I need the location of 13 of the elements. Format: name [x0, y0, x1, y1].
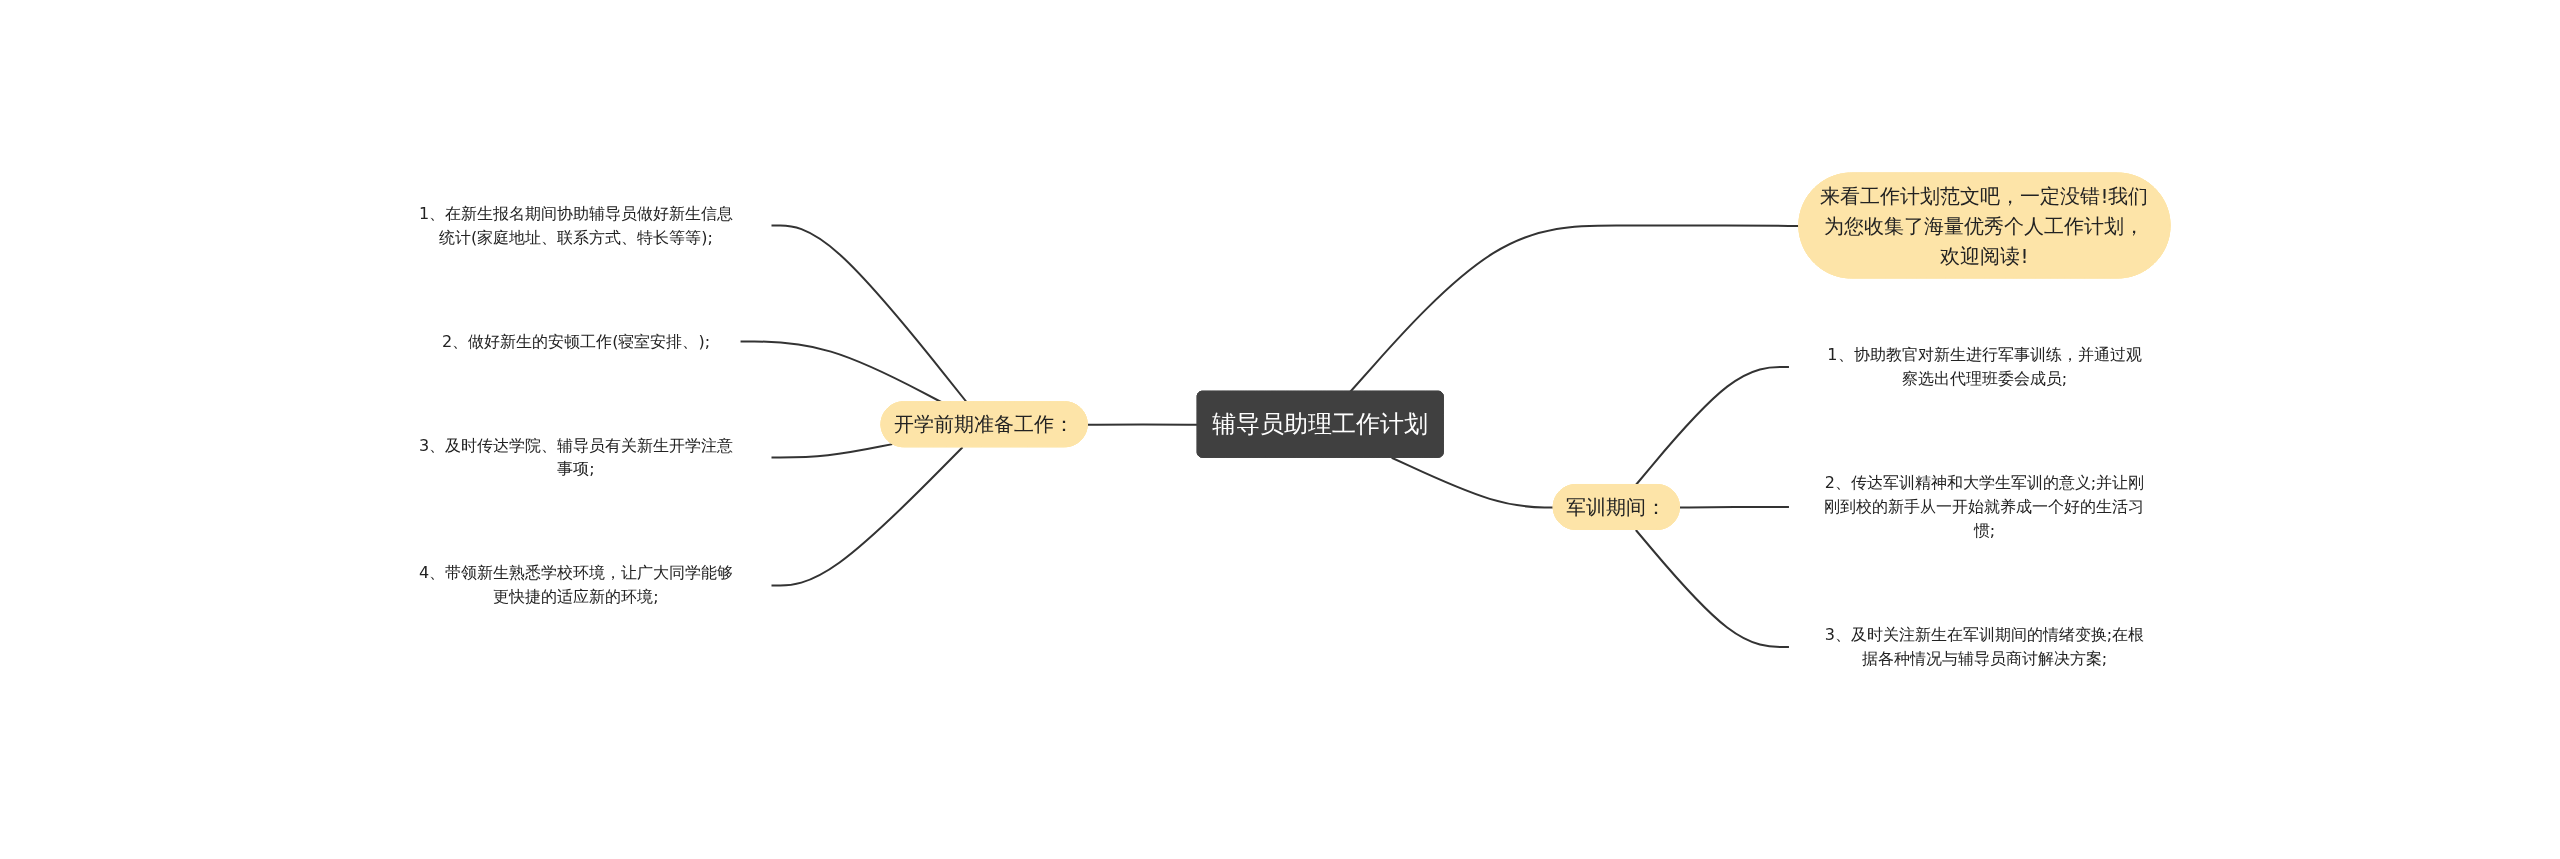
node-text: 1、在新生报名期间协助辅导员做好新生信息统计(家庭地址、联系方式、特长等等);: [418, 203, 733, 247]
node-text: 1、协助教官对新生进行军事训练，并通过观察选出代理班委会成员;: [1827, 345, 2142, 388]
connector: [769, 446, 964, 587]
connector: [1634, 529, 1791, 648]
node-text: 3、及时关注新生在军训期间的情绪变换;在根据各种情况与辅导员商讨解决方案;: [1824, 625, 2144, 668]
connector: [1634, 366, 1791, 486]
node-text: 3、及时传达学院、辅导员有关新生开学注意事项;: [418, 435, 733, 479]
node-text: 4、带领新生熟悉学校环境，让广大同学能够更快捷的适应新的环境;: [418, 563, 733, 607]
connector: [1390, 456, 1555, 509]
connector: [769, 443, 894, 459]
node-text: 2、做好新生的安顿工作(寝室安排、);: [441, 331, 710, 351]
node-text: 2、传达军训精神和大学生军训的意义;并让刚刚到校的新手从一开始就养成一个好的生活习惯;: [1824, 473, 2145, 540]
connector: [1678, 506, 1791, 509]
